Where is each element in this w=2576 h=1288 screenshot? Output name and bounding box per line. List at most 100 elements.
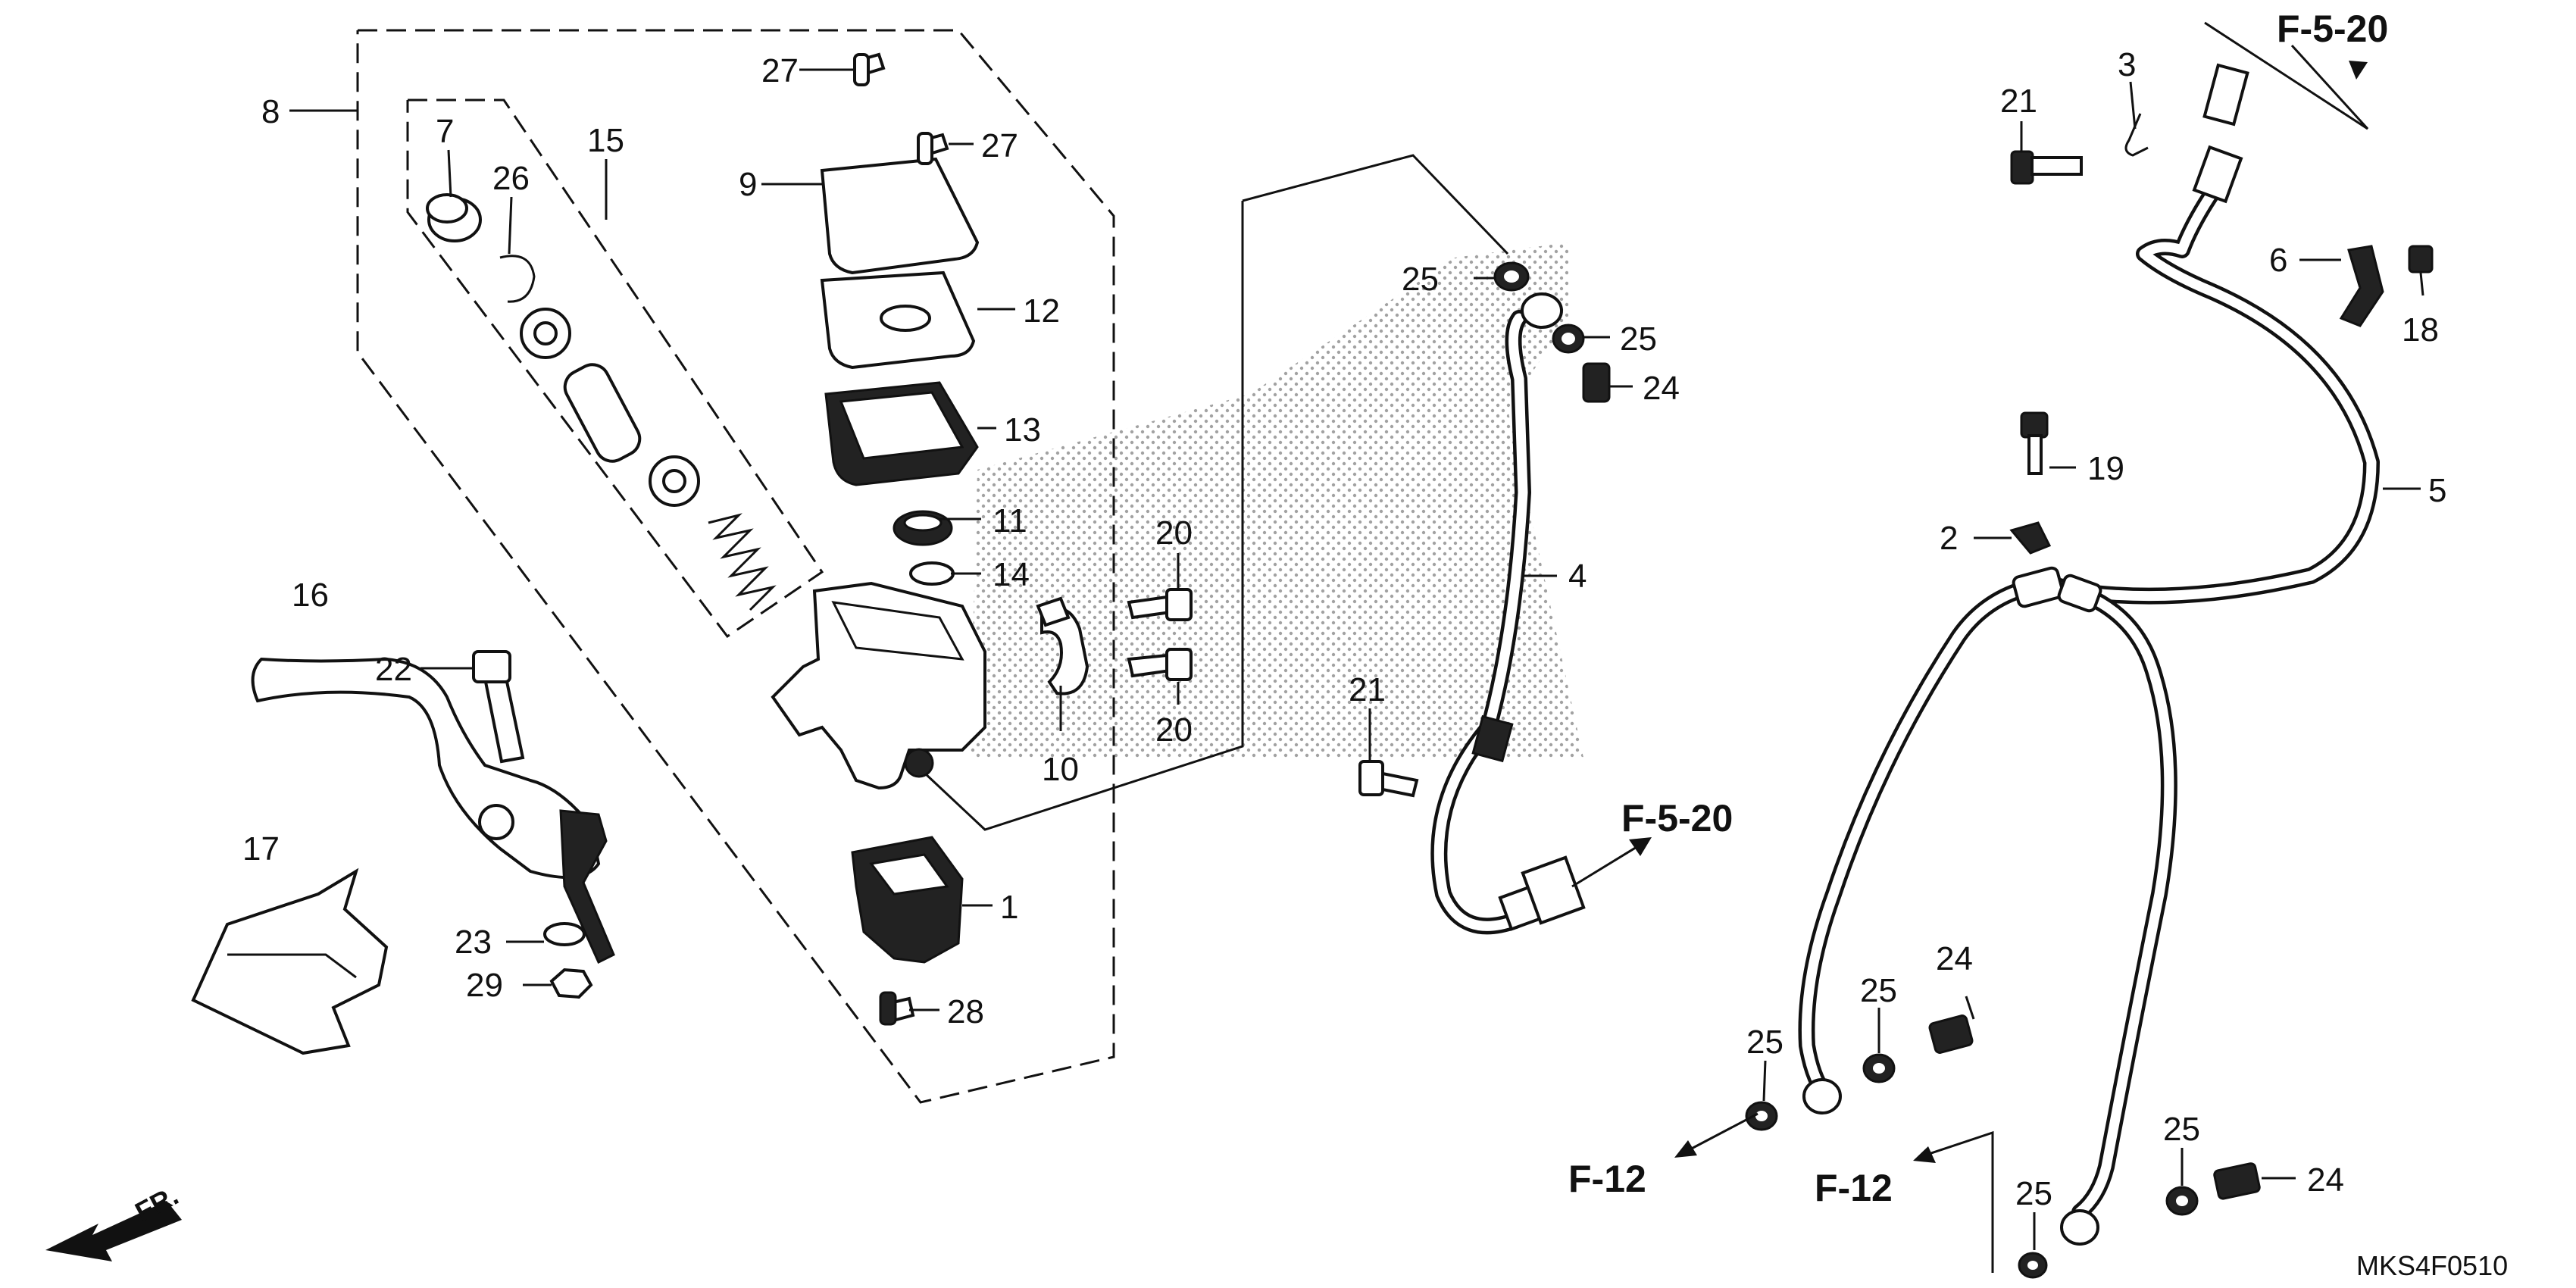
callout-leaders [420,68,2424,1250]
master-cylinder-port [904,748,934,778]
ref-label-top-right: F-5-20 [2277,8,2388,50]
washer-25-lower-2-inner [1873,1063,1885,1074]
caliper-region-outline-2 [923,201,1244,831]
left-banjo-eye [1802,1078,1842,1114]
callout-20-upper: 20 [1155,514,1193,552]
shading-zone [970,242,1583,758]
brake-lever-pivot [559,809,615,964]
ref-line-lower-right [1924,1130,1994,1273]
caliper-region-outline [1242,154,1509,255]
screw-27-top-head [853,53,870,86]
callout-18: 18 [2402,311,2439,349]
callout-25-top: 25 [1402,261,1439,298]
brake-hose-left-branch-inner [1801,582,2036,1089]
callout-19: 19 [2087,450,2124,487]
washer-23 [543,922,586,946]
part-26-clip [499,255,536,303]
callout-21-left: 21 [1349,671,1386,708]
screw-27-right-head [917,132,933,165]
ref-line-lower-left [1685,1112,1758,1153]
callout-22: 22 [375,651,412,688]
callout-25-lower-3: 25 [2163,1111,2200,1148]
right-banjo-eye [2060,1209,2099,1246]
bolt-19-head [2020,411,2049,439]
assembly-outline-8 [356,29,1115,1104]
callout-3: 3 [2118,46,2136,83]
bolt-18 [2408,245,2434,274]
callout-24-top: 24 [1643,370,1680,407]
banjo-bolt-24-right [2213,1162,2261,1200]
piston-body [563,363,642,463]
bolt-20-lower [1127,653,1173,678]
callout-14: 14 [993,556,1030,593]
bolt-19-shaft [2027,434,2043,475]
screw-28-head [879,991,897,1026]
washer-25-top-inner [1504,270,1519,283]
handlebar-clamp [1040,607,1089,696]
ref-label-mid: F-5-20 [1621,797,1733,839]
brake-lever [251,657,601,879]
nut-29 [549,968,593,999]
piston-seal-1-inner [533,321,558,345]
hose-4-bracket [1521,855,1586,925]
brake-hose-left-branch [1798,579,2039,1092]
callout-10: 10 [1042,751,1079,788]
brake-hose-5-inner [2071,177,2377,602]
callout-16: 16 [292,577,329,614]
washer-25-lower-4-inner [2027,1261,2038,1270]
front-direction-arrow [45,1201,182,1261]
piston-spring [708,513,777,611]
callout-29: 29 [466,967,503,1004]
callout-25-lower-4: 25 [2015,1175,2052,1212]
assembly-outline-15 [406,98,824,639]
part-14-oring [909,561,955,586]
ref-arrow-lower-left [1674,1140,1697,1158]
callout-4: 4 [1568,558,1587,595]
callout-7: 7 [436,113,454,150]
part-11-boot-top [903,514,943,532]
ref-arrow-top-right [2349,61,2368,80]
callout-13: 13 [1004,411,1041,449]
callout-5: 5 [2428,472,2446,509]
banjo-bolt-24-mid [1928,1014,1974,1054]
hose-clip-6 [2339,245,2384,327]
callout-25-lower-2: 25 [1860,972,1897,1009]
part-7-cap-top [426,193,468,224]
master-cylinder-body [771,581,986,790]
ref-label-lower-right: F-12 [1815,1167,1893,1209]
ref-arrow-lower-right [1913,1146,1936,1163]
piston-seal-2-inner [662,469,686,493]
hose-clip-3 [2124,113,2149,157]
callout-17: 17 [242,830,280,868]
brake-hose-5 [2068,174,2380,605]
master-cylinder-reservoir [831,601,964,661]
callout-15: 15 [587,122,624,159]
hose-clip-2 [2009,521,2052,555]
lever-pivot-hole [478,804,514,840]
callout-1: 1 [1000,889,1018,926]
brake-switch [851,836,964,964]
callout-20-lower: 20 [1155,711,1193,749]
hose-joint-fitting [2012,566,2065,608]
reservoir-plate-hole [880,305,931,332]
callout-26: 26 [492,160,530,197]
callout-23: 23 [455,924,492,961]
callout-2: 2 [1940,520,1958,557]
lever-guard-edge [227,953,357,979]
bolt-20-upper-head [1165,588,1193,621]
washer-25-lower-1-inner [1755,1111,1768,1121]
callout-11: 11 [993,502,1027,539]
bolt-21-right-head [2010,150,2034,185]
banjo-fitting [1521,292,1563,329]
ref-lines-top-right [2204,21,2369,130]
callout-8: 8 [261,93,280,130]
banjo-bolt-24-top [1582,362,1611,403]
callout-25-mid: 25 [1620,320,1657,358]
washer-25-lower-3-inner [2176,1196,2188,1206]
callout-24-right: 24 [2307,1161,2344,1199]
washer-25-mid-inner [1562,333,1575,345]
brake-switch-face [869,853,949,896]
ref-label-lower-left: F-12 [1568,1158,1646,1200]
